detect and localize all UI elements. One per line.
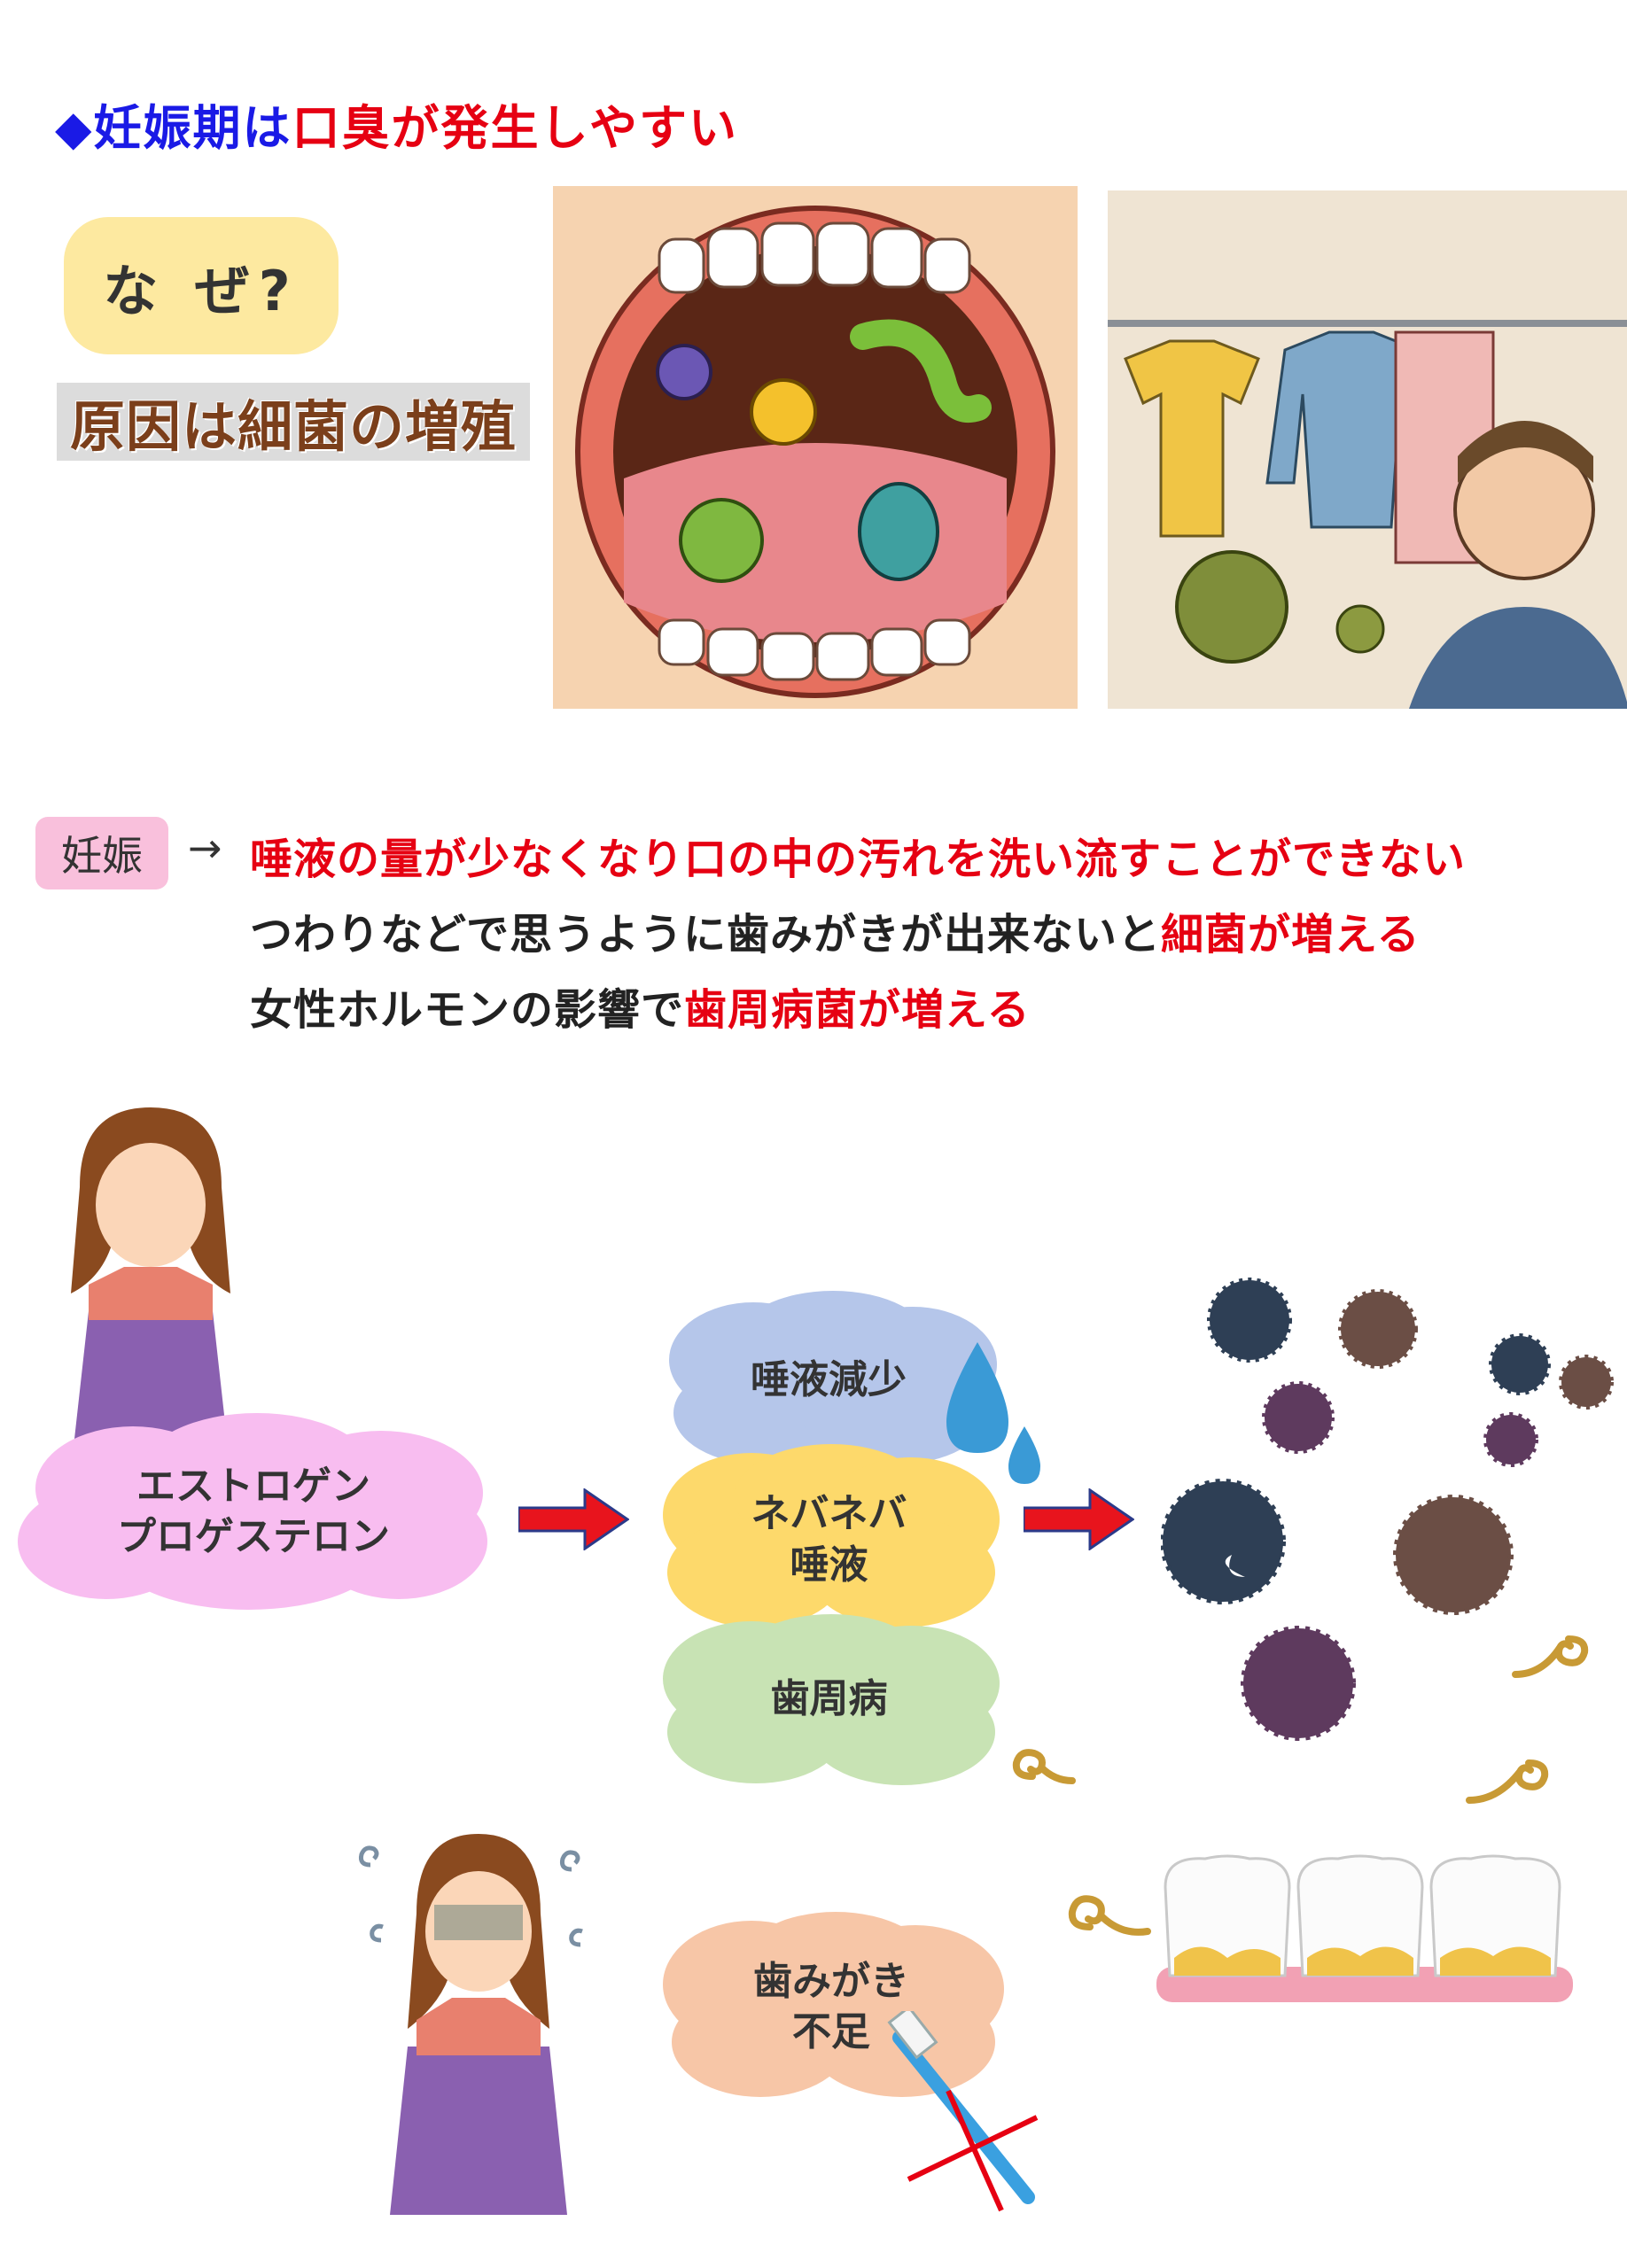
reason-line-1-text: 唾液の量が少なくなり口の中の汚れを洗い流すことができない xyxy=(250,835,1467,884)
hormone-cloud: エストロゲン プロゲステロン xyxy=(9,1409,498,1614)
smell-swirl-icon xyxy=(1462,1736,1569,1811)
toothbrush-crossed-icon xyxy=(877,2005,1055,2215)
why-badge: な ぜ? xyxy=(64,217,339,354)
sticky-saliva-label: ネバネバ 唾液 xyxy=(751,1491,907,1588)
teeth-plaque-illustration xyxy=(1156,1852,1573,2007)
smell-swirl-icon xyxy=(1006,1741,1077,1798)
page-title: ◆妊娠期は口臭が発生しやすい xyxy=(55,89,738,159)
nauseous-woman-illustration xyxy=(354,1816,603,2215)
title-prefix: ◆妊娠期は xyxy=(55,100,292,156)
mouth-bacteria-illustration xyxy=(553,186,1078,709)
reason-line-3-text: 女性ホルモンの影響で xyxy=(250,985,685,1035)
reason-line-1: 唾液の量が少なくなり口の中の汚れを洗い流すことができない xyxy=(250,824,1466,886)
periodontal-label: 歯周病 xyxy=(770,1675,888,1721)
sticky-saliva-cloud: ネバネバ 唾液 xyxy=(654,1440,1004,1639)
smell-swirl-icon xyxy=(1063,1887,1152,1953)
saliva-decrease-label: 唾液減少 xyxy=(751,1356,907,1402)
germs-cluster-illustration xyxy=(1160,1249,1622,1745)
cause-label: 原因は細菌の増殖 xyxy=(57,383,530,461)
title-highlight: 口臭が発生しやすい xyxy=(292,100,738,156)
laundry-smell-illustration xyxy=(1108,190,1627,709)
water-drop-icon xyxy=(946,1342,1044,1505)
reason-line-2-text: つわりなどで思うように歯みがきが出来ないと xyxy=(250,910,1162,959)
lack-brushing-cloud: 歯みがき 不足 xyxy=(654,1905,1008,2109)
pregnancy-tag: 妊娠 xyxy=(35,817,168,889)
lack-brushing-label: 歯みがき 不足 xyxy=(753,1958,909,2054)
flow-arrow-1-icon xyxy=(517,1487,630,1554)
periodontal-cloud: 歯周病 xyxy=(654,1604,1004,1794)
reason-line-2: つわりなどで思うように歯みがきが出来ないと細菌が増える xyxy=(250,899,1421,961)
flow-arrow-2-icon xyxy=(1022,1487,1135,1554)
reason-line-2-highlight: 細菌が増える xyxy=(1161,910,1421,959)
reason-line-3-highlight: 歯周病菌が増える xyxy=(684,985,1031,1035)
smell-swirl-icon xyxy=(1506,1612,1604,1687)
arrow-right-icon: → xyxy=(188,824,222,872)
reason-line-3: 女性ホルモンの影響で歯周病菌が増える xyxy=(250,975,1031,1037)
hormone-cloud-label: エストロゲン プロゲステロン xyxy=(117,1463,390,1559)
